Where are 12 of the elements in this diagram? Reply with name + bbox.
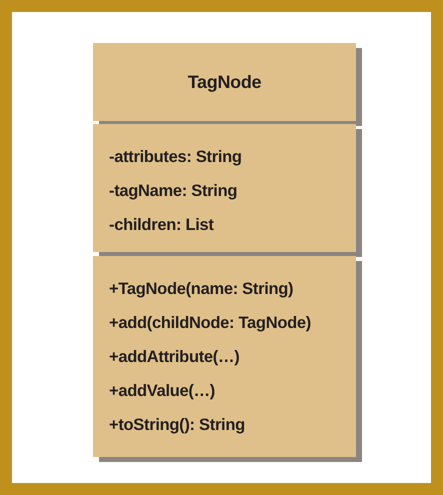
attribute-text: -attributes: String xyxy=(109,148,242,167)
attribute-text: -tagName: String xyxy=(109,182,238,201)
method-text: +addValue(…) xyxy=(109,382,215,401)
method-text: +TagNode(name: String) xyxy=(109,280,294,299)
attribute-text: -children: List xyxy=(109,216,214,235)
method-text: +addAttribute(…) xyxy=(109,348,240,367)
methods-compartment xyxy=(93,256,356,457)
method-text: +add(childNode: TagNode) xyxy=(109,314,311,333)
class-name: TagNode xyxy=(186,72,262,93)
attributes-compartment xyxy=(93,124,356,252)
method-text: +toString(): String xyxy=(109,416,245,435)
class-name-compartment xyxy=(93,43,356,121)
